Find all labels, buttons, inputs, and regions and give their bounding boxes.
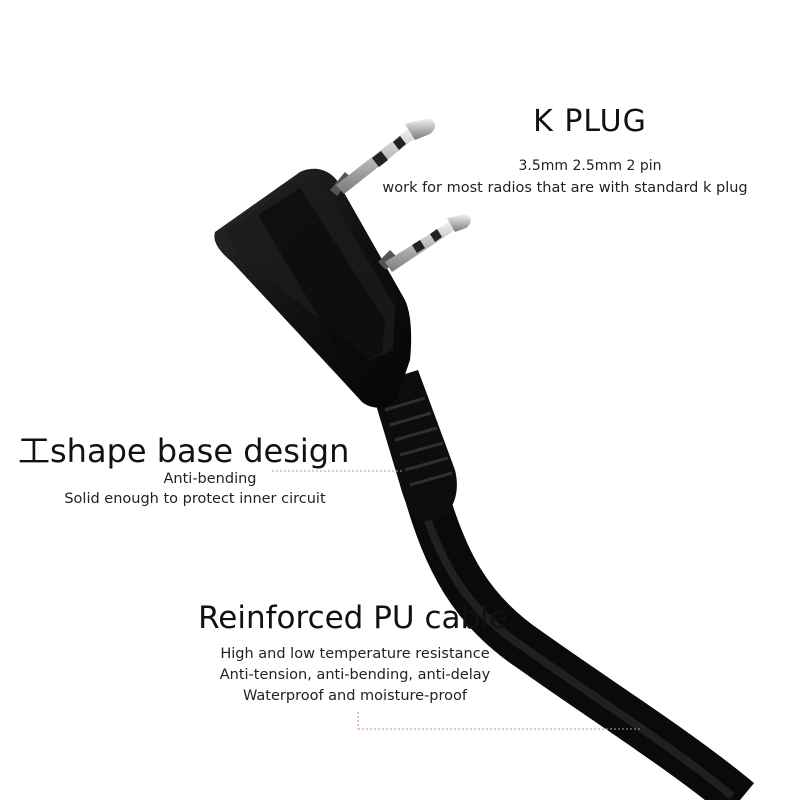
base-design-title: 工shape base design bbox=[18, 432, 350, 470]
pu-cable-feature: Anti-tension, anti-bending, anti-delay bbox=[219, 667, 491, 683]
k-plug-title: K PLUG bbox=[533, 104, 647, 139]
pin-2-5mm bbox=[378, 214, 471, 272]
strain-relief bbox=[370, 370, 457, 522]
k-plug-spec: 3.5mm 2.5mm 2 pin bbox=[518, 158, 662, 174]
pu-cable-title: Reinforced PU cable bbox=[198, 600, 508, 636]
pin-3-5mm bbox=[330, 118, 436, 196]
pu-cable-feature: Waterproof and moisture-proof bbox=[243, 688, 467, 704]
base-design-feature-2: Solid enough to protect inner circuit bbox=[64, 491, 326, 507]
base-design-feature-1: Anti-bending bbox=[163, 471, 257, 487]
k-plug-compatibility: work for most radios that are with stand… bbox=[382, 180, 748, 196]
pu-cable-feature: High and low temperature resistance bbox=[220, 646, 490, 662]
pu-cable bbox=[403, 483, 755, 800]
plug-body bbox=[214, 168, 412, 408]
